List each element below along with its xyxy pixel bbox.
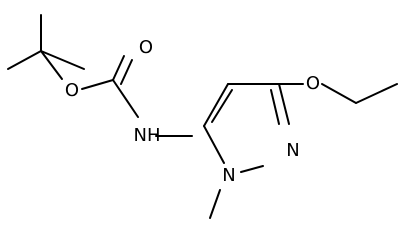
- ethoxy-oxygen-label: O: [306, 73, 320, 94]
- bond-tbu-methyl-right: [40, 50, 85, 70]
- bond-n-methyl: [209, 189, 221, 219]
- bond-carbonyl-double-2: [120, 59, 133, 85]
- bond-ring-n1-c5: [203, 125, 225, 164]
- bond-carbonyl-c-to-nh: [112, 79, 139, 118]
- bond-ring-c3-n2: [278, 83, 290, 125]
- bond-tbu-methyl-left: [7, 50, 42, 70]
- bond-ring-c5-c4: [203, 83, 229, 127]
- bond-ethoxy-o-to-ch2: [321, 83, 357, 104]
- ring-nitrogen-1-label: N: [222, 165, 235, 186]
- bond-ring-c3-n2-inner: [270, 89, 280, 125]
- structure-diagram: O O NH N N O: [7, 14, 398, 219]
- bond-carbonyl-double-1: [112, 55, 125, 81]
- amide-nitrogen-label: NH: [134, 125, 161, 146]
- ester-oxygen-label: O: [65, 80, 79, 101]
- bond-ester-o-to-carbonyl-c: [81, 79, 114, 90]
- carbonyl-oxygen-label: O: [139, 37, 153, 58]
- bond-ring-n2-n1: [240, 165, 264, 173]
- bond-tbu-to-ester-o: [40, 50, 63, 80]
- bond-ring-c5-c4-inner: [211, 89, 233, 123]
- bond-ethyl-ch2-ch3: [355, 83, 398, 104]
- molecule-canvas: O O NH N N O: [7, 14, 398, 219]
- ring-nitrogen-2-label: N: [286, 140, 299, 161]
